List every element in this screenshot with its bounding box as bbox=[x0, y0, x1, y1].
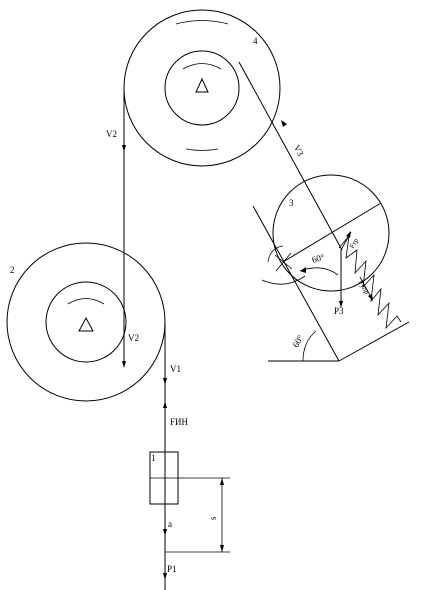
incline-angle-label: 60° bbox=[291, 333, 306, 349]
pulley-4-outer-arc-bottom bbox=[185, 148, 219, 151]
cylinder-3-rotation-arrow bbox=[261, 275, 306, 285]
pulley-2-outer-circle bbox=[6, 242, 166, 402]
pulley-4-label: 4 bbox=[253, 36, 258, 46]
incline-angle-arc bbox=[302, 330, 317, 362]
v2-upper-arrow bbox=[122, 145, 126, 152]
cylinder-3-circle bbox=[272, 174, 390, 292]
a-label: a bbox=[168, 519, 172, 529]
cylinder-3-label: 3 bbox=[289, 198, 294, 208]
pulley-4-axle-support bbox=[195, 77, 209, 93]
p3-arrow bbox=[339, 301, 343, 308]
pulley-4-rotation-arc bbox=[182, 63, 222, 70]
rope-diagonal bbox=[238, 61, 343, 251]
v3-label: V3 bbox=[292, 143, 306, 158]
f-in-label: FИН bbox=[170, 417, 189, 427]
pulley-2-axle-support bbox=[78, 316, 94, 332]
s-label: s bbox=[208, 516, 218, 520]
s-arrow-top bbox=[220, 478, 224, 485]
pulley-4-inner-circle bbox=[164, 50, 240, 126]
cylinder-3: 3 bbox=[261, 174, 390, 292]
incline-slope-right bbox=[338, 321, 410, 362]
f-in-arrow bbox=[163, 401, 167, 408]
p1-label: P1 bbox=[167, 564, 177, 574]
f-tr-label: Fтр bbox=[348, 236, 360, 250]
v2-lower-arrow bbox=[122, 361, 126, 368]
v2-upper-label: V2 bbox=[106, 129, 117, 139]
load-1: 1 bbox=[149, 451, 179, 505]
wall-angle-arrow bbox=[300, 267, 306, 273]
a-arrow bbox=[163, 529, 167, 536]
load-1-label: 1 bbox=[151, 453, 156, 463]
pulley-2-rotation-arc bbox=[67, 298, 105, 305]
pulley-2-label: 2 bbox=[10, 265, 15, 275]
s-arrow-bottom bbox=[220, 545, 224, 552]
f-tr-arrow bbox=[346, 231, 351, 238]
pulley-2-inner-circle bbox=[45, 281, 127, 363]
v1-label: V1 bbox=[170, 364, 181, 374]
p3-label: P3 bbox=[334, 306, 344, 316]
pulley-4: 4 bbox=[123, 9, 281, 167]
v2-lower-label: V2 bbox=[128, 333, 139, 343]
incline-slope-left bbox=[252, 205, 340, 362]
wall-angle-label: 60° bbox=[311, 252, 326, 265]
pulley-2: 2 bbox=[6, 242, 166, 402]
f-upr-arrow bbox=[368, 294, 373, 301]
pulley-4-outer-circle bbox=[123, 9, 281, 167]
v3-arrow bbox=[281, 120, 287, 127]
v1-arrow bbox=[163, 378, 167, 385]
displacement-s: s bbox=[165, 477, 230, 553]
pulley-4-outer-arc-top bbox=[175, 20, 229, 25]
spring bbox=[338, 234, 402, 330]
p1-arrow bbox=[163, 573, 167, 580]
cylinder-3-contact-arc bbox=[267, 245, 284, 263]
